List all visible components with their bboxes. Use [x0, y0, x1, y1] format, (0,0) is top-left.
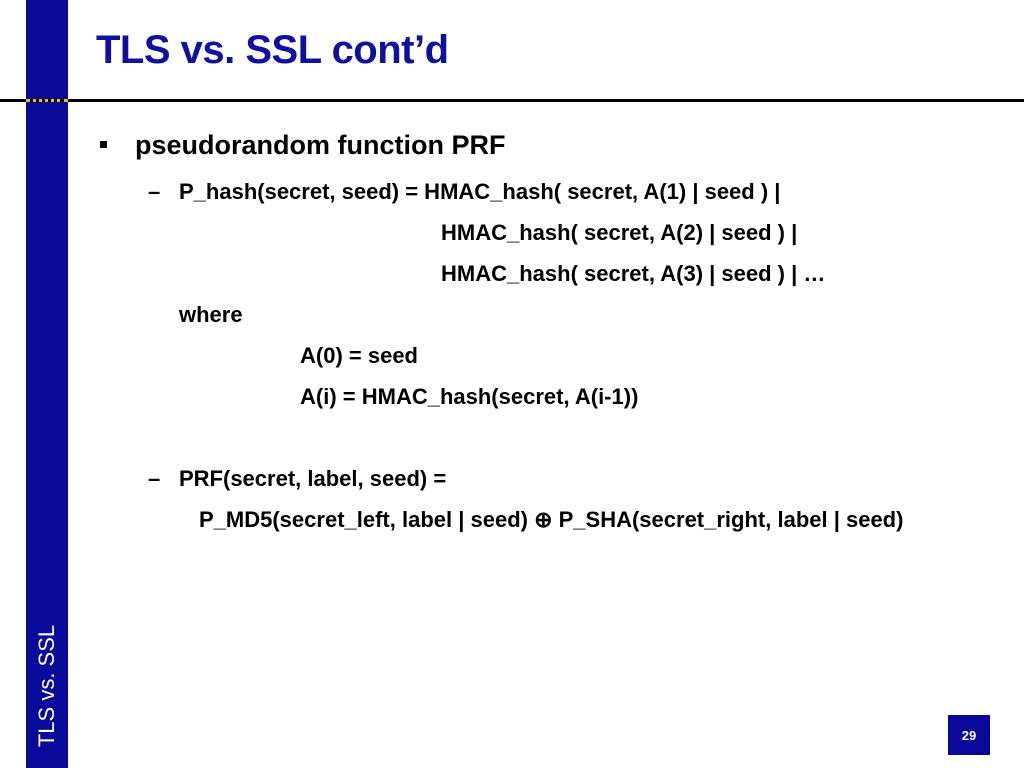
phash-line-1: P_hash(secret, seed) = HMAC_hash( secret… — [179, 179, 781, 204]
sidebar-band — [26, 0, 68, 768]
side-label: TLS vs. SSL — [34, 624, 59, 748]
square-bullet-icon — [100, 141, 107, 148]
title-rule — [0, 99, 1024, 102]
bullet-text: pseudorandom function PRF — [135, 130, 506, 160]
phash-line-2: HMAC_hash( secret, A(2) | seed ) | — [441, 220, 798, 245]
ai-definition: A(i) = HMAC_hash(secret, A(i-1)) — [300, 384, 639, 409]
dotted-accent — [26, 99, 68, 102]
dash-bullet-2: – — [148, 466, 161, 491]
a0-definition: A(0) = seed — [300, 343, 418, 368]
where-label: where — [179, 302, 243, 327]
slide-title: TLS vs. SSL cont’d — [96, 28, 449, 72]
prf-line-1: PRF(secret, label, seed) = — [179, 466, 447, 491]
page-number: 29 — [948, 715, 990, 755]
prf-line-2: P_MD5(secret_left, label | seed) ⊕ P_SHA… — [199, 507, 904, 532]
phash-line-3: HMAC_hash( secret, A(3) | seed ) | … — [441, 261, 826, 286]
dash-bullet-1: – — [148, 179, 161, 204]
